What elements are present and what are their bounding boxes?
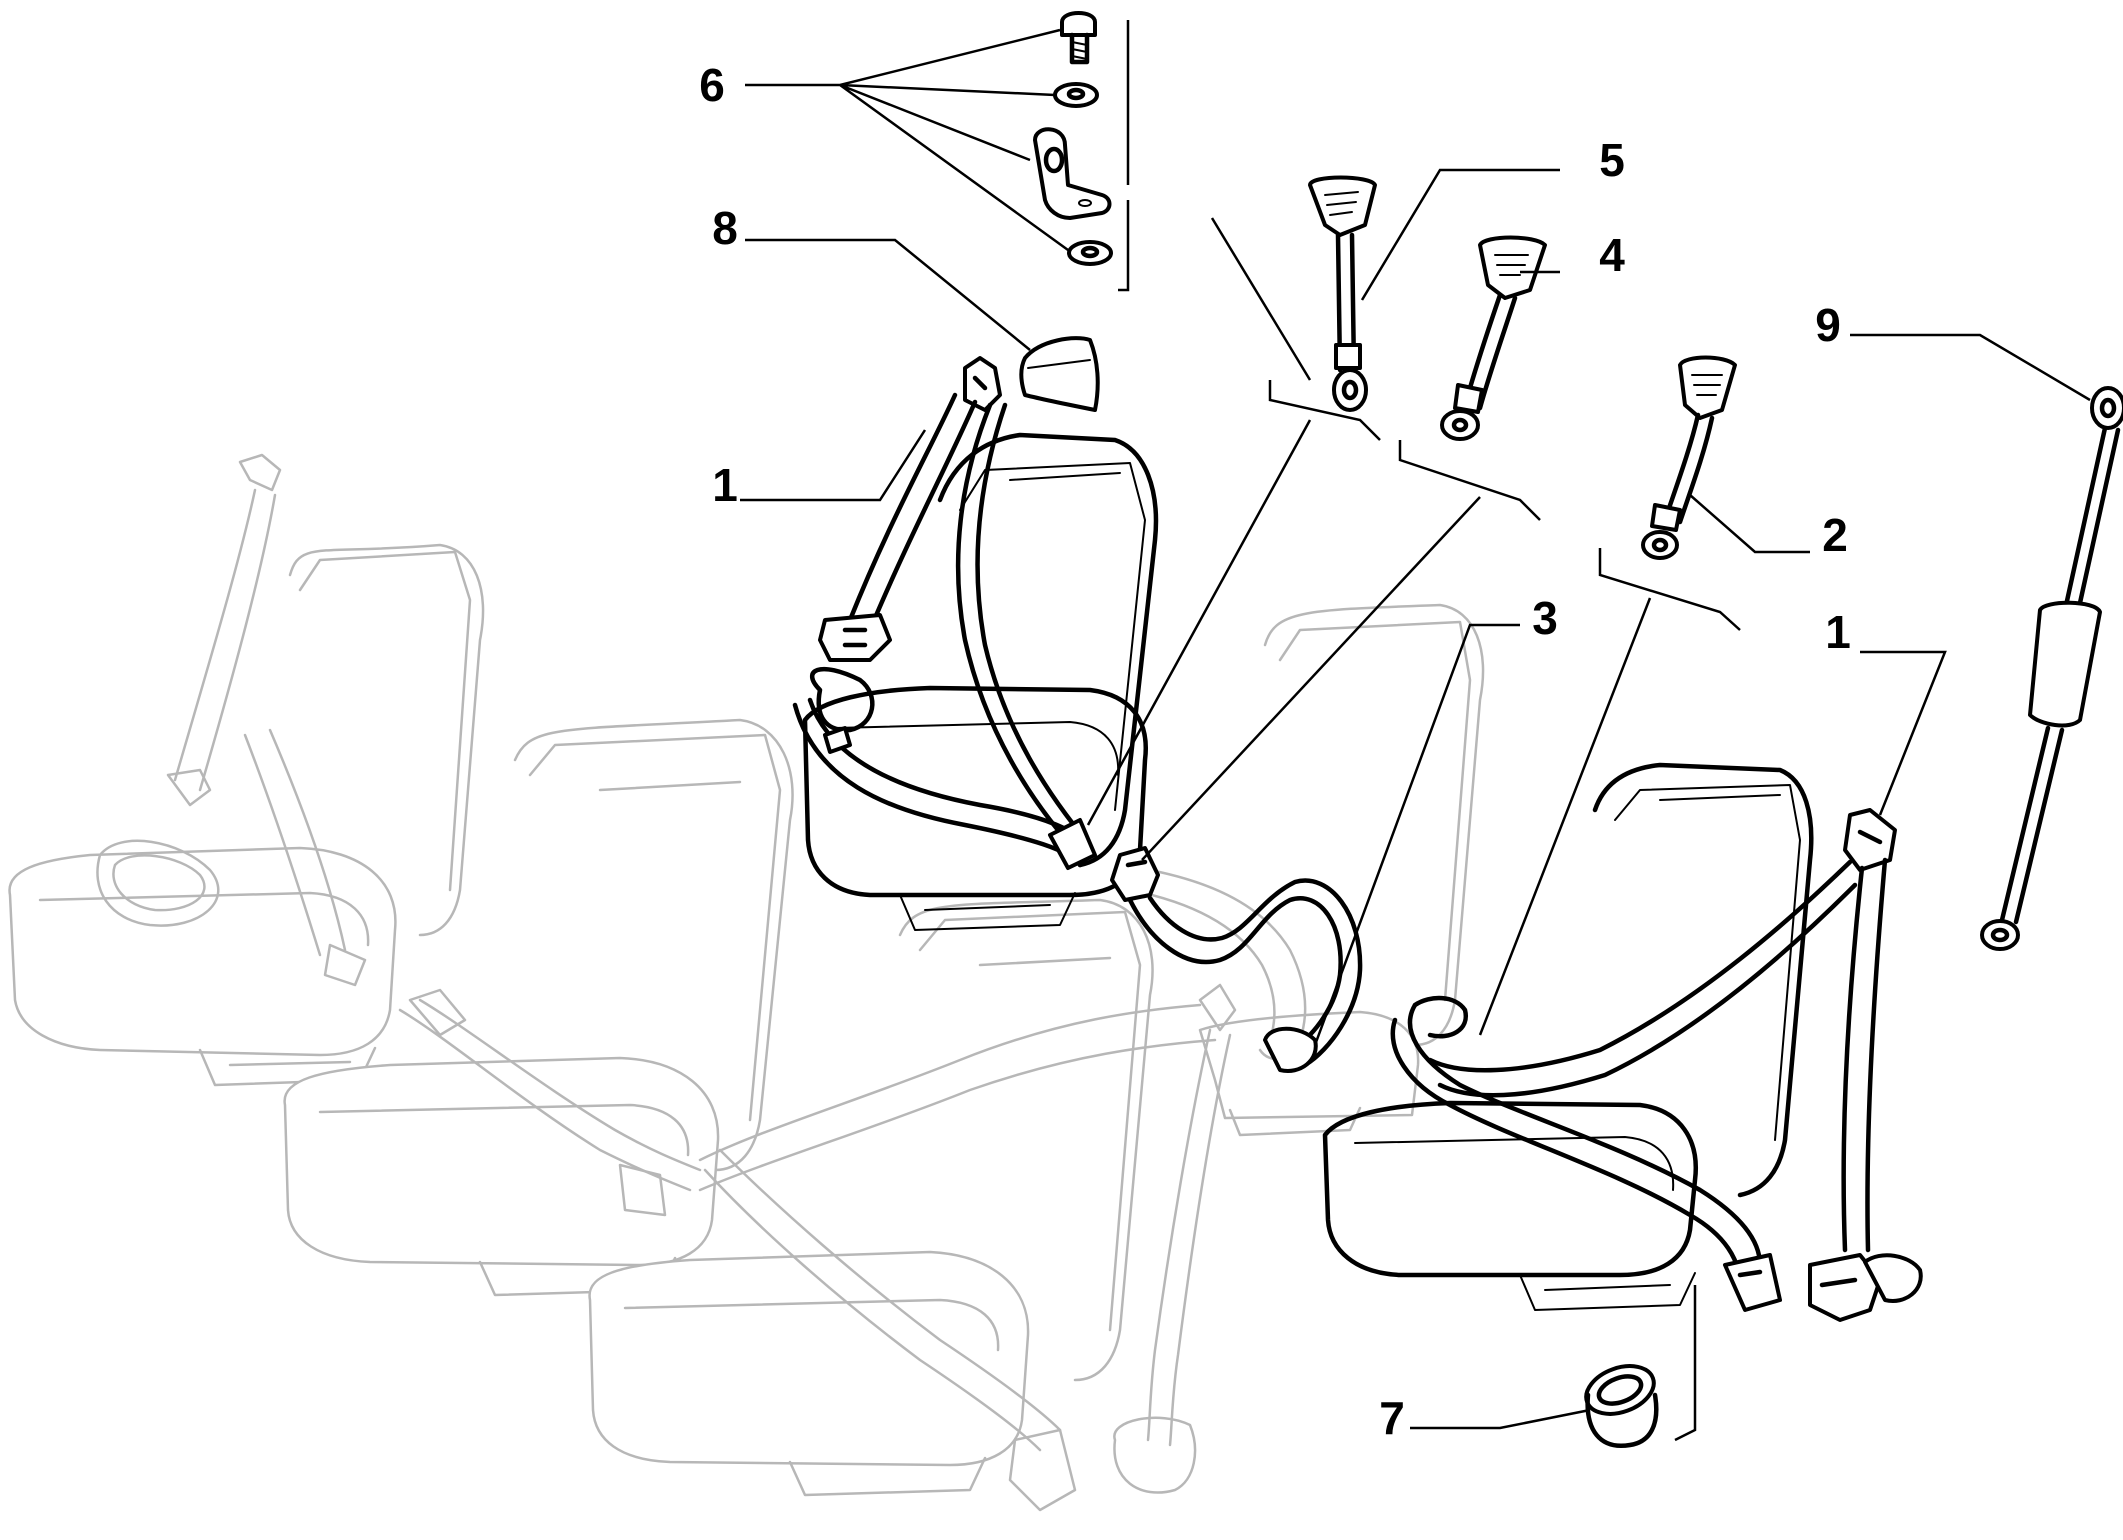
leader-lines	[740, 28, 2091, 1430]
callout-1-right: 1	[1825, 606, 1851, 658]
callout-2: 2	[1822, 509, 1848, 561]
callout-6: 6	[699, 59, 725, 111]
part-6-hardware	[1033, 11, 1130, 292]
callout-7: 7	[1379, 1392, 1405, 1444]
callout-labels: 6 8 1 5 4 9 2 3 1 7	[699, 59, 1851, 1444]
ghost-seat-rear-center	[1198, 603, 1485, 1137]
part-8-cap	[1019, 336, 1100, 412]
part-3-lap-belt	[1110, 846, 1363, 1073]
ghost-seats	[8, 453, 1485, 1512]
assembly-brackets	[1268, 380, 1741, 1442]
part-9-anchor-strap	[1980, 386, 2123, 951]
seat-belt-right	[1390, 808, 1923, 1322]
bracket-icon	[1033, 127, 1112, 220]
part-4-buckle-stalk	[1440, 235, 1547, 441]
seat-belt-left	[792, 356, 1097, 870]
ghost-seat-front-left	[283, 718, 794, 1297]
callout-9: 9	[1815, 299, 1841, 351]
bolt-icon	[1060, 11, 1097, 65]
callout-1-left: 1	[712, 459, 738, 511]
callout-5: 5	[1599, 134, 1625, 186]
part-7-grommet	[1584, 1364, 1659, 1449]
part-5-buckle-stalk	[1308, 175, 1377, 412]
ghost-belts	[96, 453, 1307, 1512]
callout-8: 8	[712, 202, 738, 254]
washer-bottom-icon	[1067, 240, 1113, 266]
callout-3: 3	[1532, 592, 1558, 644]
washer-top-icon	[1053, 82, 1099, 108]
part-2-buckle-stalk	[1641, 355, 1737, 560]
seat-rear-right	[1322, 762, 1814, 1311]
callout-4: 4	[1599, 229, 1625, 281]
